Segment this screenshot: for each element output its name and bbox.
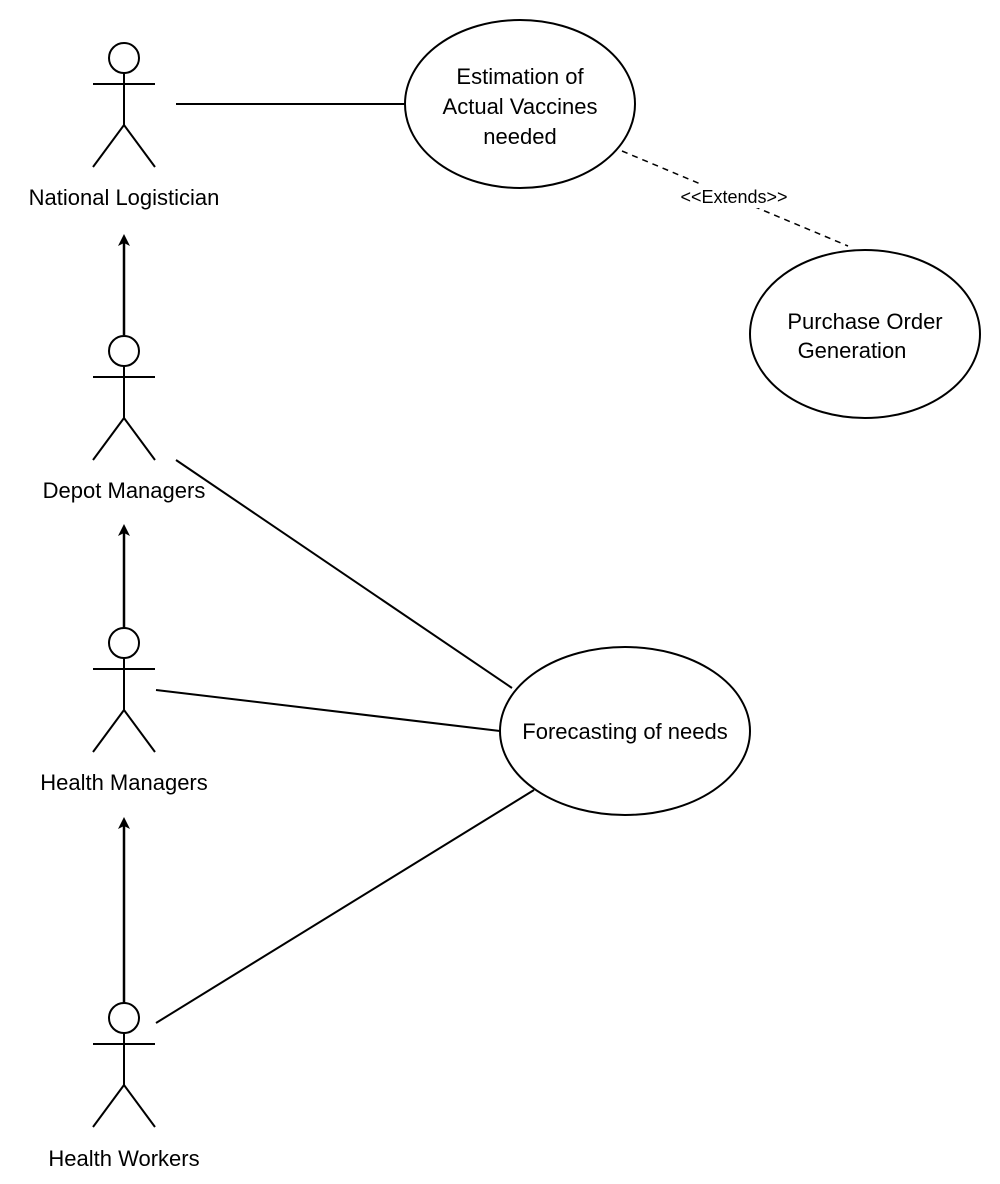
extends-label: <<Extends>> [680,187,787,207]
actor-health-workers-label: Health Workers [48,1146,199,1171]
actor-health-workers [92,1002,156,1128]
usecase-forecasting-label: Forecasting of needs [522,719,727,744]
usecase-estimation-label-line-2: Actual Vaccines [443,94,598,119]
usecase-forecasting: Forecasting of needs [499,646,751,816]
actor-head-icon [108,335,140,367]
usecase-estimation: Estimation of Actual Vaccines needed [404,19,636,189]
actor-health-managers [92,627,156,753]
actor-depot-managers-label: Depot Managers [43,478,206,503]
actor-national-logistician [92,42,156,168]
association-health-managers-forecasting [155,689,501,732]
actor-depot-managers [92,335,156,461]
usecase-purchase-order-label-line-2: Generation [798,338,907,363]
usecase-purchase-order-label-line-1: Purchase Order [787,309,942,334]
association-health-workers-forecasting [155,789,535,1024]
extends-label-bg [668,184,800,208]
actor-national-logistician-label: National Logistician [29,185,220,210]
actor-health-managers-label: Health Managers [40,770,208,795]
association-depot-managers-forecasting [175,459,513,689]
usecase-estimation-label-line-1: Estimation of [456,64,584,89]
usecase-purchase-order: Purchase Order Generation [749,249,981,419]
actor-head-icon [108,42,140,74]
actor-head-icon [108,1002,140,1034]
actor-head-icon [108,627,140,659]
usecase-estimation-label-line-3: needed [483,124,556,149]
